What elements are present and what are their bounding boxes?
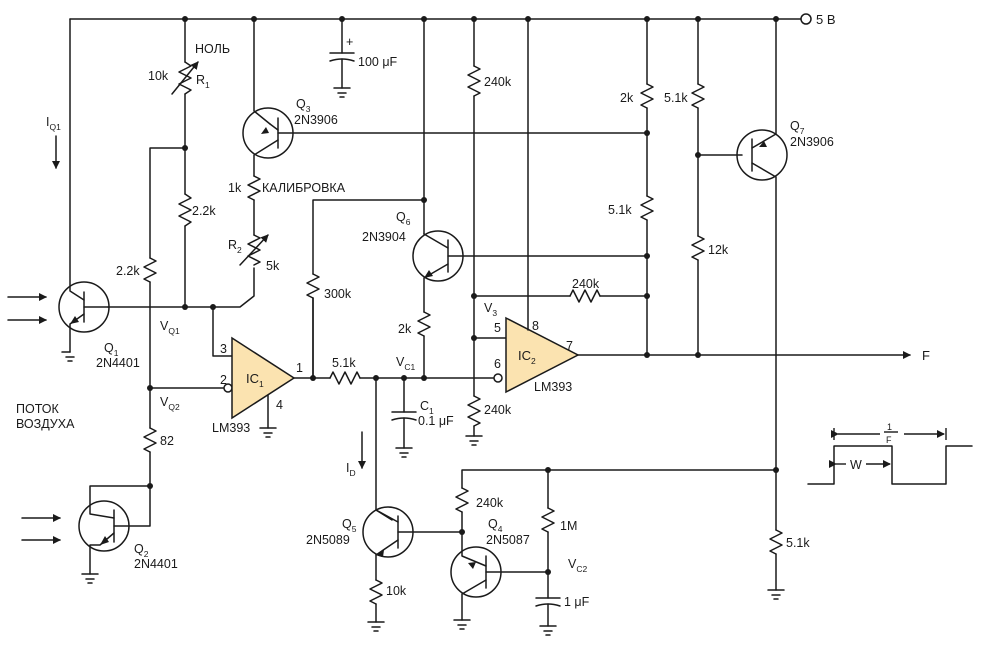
r-82-value: 82	[160, 434, 174, 448]
r-5k1-right-value: 5.1k	[608, 203, 632, 217]
c1-value: 0.1 μF	[418, 414, 454, 428]
r-1k-value: 1k	[228, 181, 242, 195]
r-5k1-bottom-value: 5.1k	[786, 536, 810, 550]
c2-value: 1 μF	[564, 595, 590, 609]
period-denominator: F	[886, 435, 892, 445]
ic2-pin-5: 5	[494, 321, 501, 335]
q1-ref-label: Q1	[104, 341, 119, 358]
ic2-ref: IC2	[518, 348, 536, 366]
c-supply-polarity: +	[346, 35, 353, 49]
supply-label: 5 В	[816, 12, 836, 27]
ic1-pin-2: 2	[220, 373, 227, 387]
q5-ref-label: Q5	[342, 517, 357, 534]
ic2-pin-7: 7	[566, 339, 573, 353]
r-12k-value: 12k	[708, 243, 729, 257]
ic1-part: LM393	[212, 421, 250, 435]
q6-part-label: 2N3904	[362, 230, 406, 244]
airflow-label-2: ВОЗДУХА	[16, 417, 75, 431]
ic1-pin-4: 4	[276, 398, 283, 412]
vq2-label: VQ2	[160, 395, 180, 412]
q3-ref-label: Q3	[296, 97, 311, 114]
q4-part-label: 2N5087	[486, 533, 530, 547]
calibration-label: КАЛИБРОВКА	[262, 181, 346, 195]
q5-transistor	[362, 506, 463, 581]
q7-transistor	[736, 18, 788, 531]
q6-transistor	[412, 230, 648, 313]
r2-value: 5k	[266, 259, 280, 273]
r1-ref: R1	[196, 73, 210, 90]
r-5k1-series-value: 5.1k	[332, 356, 356, 370]
c-supply-capacitor	[329, 16, 355, 98]
c1-ref: C1	[420, 399, 434, 416]
ic2-pin-6: 6	[494, 357, 501, 371]
q3-part-label: 2N3906	[294, 113, 338, 127]
width-label: W	[850, 458, 862, 472]
ic1-ref: IC1	[246, 371, 264, 389]
ic1-pin-3: 3	[220, 342, 227, 356]
r-2k-right-value: 2k	[620, 91, 634, 105]
q2-part-label: 2N4401	[134, 557, 178, 571]
output-waveform	[807, 428, 973, 485]
null-label: НОЛЬ	[195, 42, 230, 56]
ic1-comparator	[231, 336, 296, 438]
ic2-pin-8: 8	[532, 319, 539, 333]
r-5k1-q7-value: 5.1k	[664, 91, 688, 105]
r-1m-value: 1M	[560, 519, 577, 533]
q1-transistor	[58, 18, 110, 362]
r1-value: 10k	[148, 69, 169, 83]
r-10k-value: 10k	[386, 584, 407, 598]
c1-capacitor	[391, 377, 417, 458]
r-240k-q4-value: 240k	[476, 496, 504, 510]
vq1-label: VQ1	[160, 319, 180, 336]
q7-part-label: 2N3906	[790, 135, 834, 149]
r-300k-value: 300k	[324, 287, 352, 301]
q2-transistor	[78, 485, 151, 584]
r-2k-q6-value: 2k	[398, 322, 412, 336]
q7-ref-label: Q7	[790, 119, 805, 136]
ic2-part: LM393	[534, 380, 572, 394]
vc1-label: VC1	[396, 355, 415, 372]
r-240k-top-value: 240k	[484, 75, 512, 89]
r-2k2-b-value: 2.2k	[192, 204, 216, 218]
q6-ref-label: Q6	[396, 210, 411, 227]
vc2-label: VC2	[568, 557, 587, 574]
v3-label: V3	[484, 301, 497, 318]
q4-transistor	[450, 546, 549, 630]
q2-ref-label: Q2	[134, 542, 149, 559]
r2-ref: R2	[228, 238, 242, 255]
period-numerator: 1	[887, 422, 892, 432]
r-240k-fb-value: 240k	[572, 277, 600, 291]
r-2k2-a-value: 2.2k	[116, 264, 140, 278]
output-label: F	[922, 348, 930, 363]
r-240k-bottom-value: 240k	[484, 403, 512, 417]
q3-transistor	[242, 107, 648, 177]
q1-part-label: 2N4401	[96, 356, 140, 370]
ic2-comparator	[505, 18, 580, 394]
iq1-label: IQ1	[46, 115, 61, 132]
id-label: ID	[346, 461, 356, 478]
airflow-label-1: ПОТОК	[16, 402, 60, 416]
ic1-pin-1: 1	[296, 361, 303, 375]
q4-ref-label: Q4	[488, 517, 503, 534]
q5-part-label: 2N5089	[306, 533, 350, 547]
c-supply-value: 100 μF	[358, 55, 398, 69]
supply-rail	[69, 13, 812, 25]
